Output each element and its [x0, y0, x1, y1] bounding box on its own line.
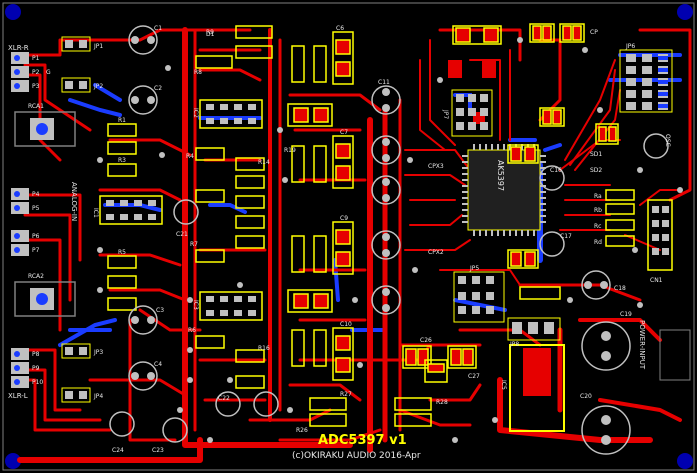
board-copyright: (c)OKIRAKU AUDIO 2016-Apr: [292, 451, 421, 461]
sd2-label: SD2: [590, 167, 602, 174]
jp1-label: JP1: [93, 43, 103, 50]
r9-label: R9: [206, 29, 214, 36]
input-pin-pads: [11, 52, 29, 388]
main-ic-label: AK5397: [496, 160, 505, 191]
jp5-label: JP5: [469, 265, 479, 272]
r1-label: R1: [118, 117, 126, 124]
osc-label: OSC: [664, 134, 671, 147]
rb-label: Rb: [594, 207, 602, 214]
rca-jack-2: [14, 281, 76, 317]
pin-label-10: P10: [32, 379, 43, 386]
pin-label-8: P8: [32, 351, 40, 358]
ic1-label: IC1: [92, 208, 99, 218]
c27-label: C27: [468, 373, 480, 380]
electrolytic-caps: [109, 25, 669, 455]
silkscreen-labels: XLR-R XLR-L ANALOG-IN POWER-INPUT P1 P2 …: [8, 25, 671, 461]
smd-chip-caps: [287, 23, 619, 383]
cpx3-label: CPX3: [428, 163, 444, 170]
d1-label: D1: [206, 31, 215, 38]
jumper-headers: [61, 36, 561, 403]
ra-label: Ra: [594, 193, 602, 200]
opamp-ic-2: [199, 99, 263, 129]
xlr-r-label: XLR-R: [8, 44, 29, 52]
ic5-label: IC5: [500, 380, 507, 390]
c20-label: C20: [580, 393, 592, 400]
c11-label: C11: [378, 79, 390, 86]
connector-cn1: [647, 199, 673, 271]
c22-label: C22: [218, 395, 230, 402]
cpx2-label: CPX2: [428, 249, 444, 256]
ic3-label: IC3: [192, 300, 199, 310]
voltage-regulator: [509, 344, 565, 432]
power-input-terminal: [659, 329, 691, 381]
sd1-label: SD1: [590, 151, 602, 158]
c17-label: C17: [560, 233, 572, 240]
pin-label-9: P9: [32, 365, 40, 372]
rd-label: Rd: [594, 239, 602, 246]
output-header-jp6: [619, 49, 673, 113]
r14-label: R14: [258, 159, 270, 166]
pin-gnd-label: G: [46, 69, 51, 76]
c1-label: C1: [154, 25, 162, 32]
pin-label-5: P5: [32, 205, 40, 212]
xlr-l-label: XLR-L: [8, 392, 28, 400]
cap-pads: [131, 36, 611, 445]
pin-label-1: P1: [32, 55, 40, 62]
r28-label: R28: [436, 399, 448, 406]
board-title: ADC5397 v1: [318, 433, 407, 448]
opamp-ic-1: [99, 195, 163, 225]
jp6-label: JP6: [625, 43, 635, 50]
pin-label-7: P7: [32, 247, 40, 254]
cn1-label: CN1: [650, 277, 663, 284]
r5-label: R5: [118, 249, 126, 256]
c7-label: C7: [340, 129, 348, 136]
jp2-label: JP2: [93, 83, 103, 90]
pin-label-6: P6: [32, 233, 40, 240]
rc-label: Rc: [594, 223, 601, 230]
c10-label: C10: [340, 321, 352, 328]
pin-label-3: P3: [32, 83, 40, 90]
header-pins: [65, 40, 554, 399]
cp-label: CP: [590, 29, 598, 36]
c24-label: C24: [112, 447, 124, 454]
r3-label: R3: [118, 157, 126, 164]
c3-label: C3: [156, 307, 164, 314]
r19-label: R19: [284, 147, 296, 154]
r6-label: R6: [188, 327, 196, 334]
c18-label: C18: [614, 285, 626, 292]
c16-label: C16: [550, 167, 562, 174]
jp7-label: JP7: [442, 109, 449, 119]
pin-label-4: P4: [32, 191, 40, 198]
power-input-label: POWER-INPUT: [638, 320, 646, 370]
top-copper-traces: [17, 27, 692, 463]
mounting-holes: [5, 4, 693, 469]
c19-label: C19: [620, 311, 632, 318]
c21-label: C21: [176, 231, 188, 238]
pin-label-2: P2: [32, 69, 40, 76]
c4-label: C4: [154, 361, 162, 368]
r8-label: R8: [194, 69, 202, 76]
c26-label: C26: [420, 337, 432, 344]
rca1-label: RCA1: [28, 103, 44, 110]
jp8-label: JP8: [509, 341, 519, 348]
r26-label: R26: [296, 427, 308, 434]
c9-label: C9: [340, 215, 348, 222]
opamp-ic-3: [199, 291, 263, 321]
c6-label: C6: [336, 25, 344, 32]
jp3-label: JP3: [93, 349, 103, 356]
rca2-label: RCA2: [28, 273, 44, 280]
r16-label: R16: [258, 345, 270, 352]
analog-in-label: ANALOG-IN: [70, 182, 78, 221]
jp4-label: JP4: [93, 393, 103, 400]
r4-label: R4: [186, 153, 194, 160]
resistors: [107, 25, 635, 427]
r27-label: R27: [340, 391, 352, 398]
rca-jack-1: [14, 111, 76, 147]
ic2-label: IC2: [192, 108, 199, 118]
r7-label: R7: [190, 241, 198, 248]
c2-label: C2: [154, 85, 162, 92]
vias: [97, 37, 683, 443]
c23-label: C23: [152, 447, 164, 454]
